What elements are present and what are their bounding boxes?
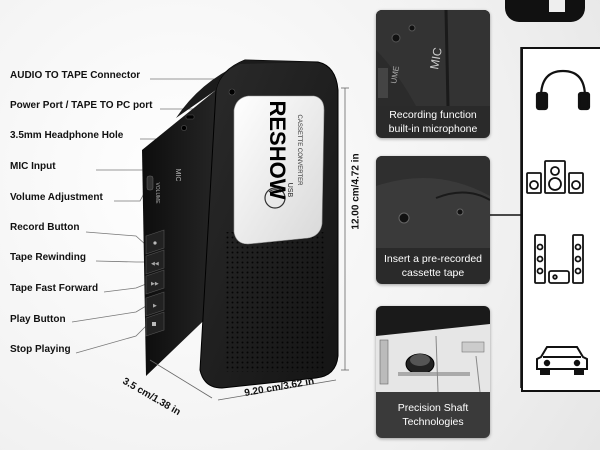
feature-panel-cassette: Insert a pre-recorded cassette tape: [376, 156, 490, 284]
cassette-slot-photo: [376, 156, 490, 248]
power-port: [185, 114, 195, 120]
cassette-window: [233, 95, 325, 245]
fast-forward-button: [145, 269, 165, 295]
callout-record: Record Button: [10, 222, 80, 233]
play-button: [145, 291, 165, 317]
svg-text:MIC: MIC: [427, 46, 445, 70]
microphone-photo: MIC UME: [376, 10, 490, 106]
volume-mark: VOLUME: [154, 182, 160, 204]
mic-mark: MIC: [174, 169, 181, 182]
svg-text:▶▶: ▶▶: [151, 281, 159, 287]
audio-port: [228, 88, 236, 96]
callout-mic-input: MIC Input: [10, 161, 56, 172]
callout-headphone-hole: 3.5mm Headphone Hole: [10, 130, 124, 141]
tower-speakers-icon: [534, 234, 584, 284]
headphones-icon: [535, 69, 591, 111]
speaker-grille: [225, 232, 325, 372]
caption-cassette: Insert a pre-recorded cassette tape: [383, 253, 483, 279]
caption-shaft: Precision Shaft Technologies: [397, 402, 469, 428]
reel-icon: [264, 187, 286, 209]
callout-rewind: Tape Rewinding: [10, 252, 86, 263]
brand-logo: RESHOW: [265, 101, 290, 200]
headphone-jack: [181, 125, 187, 131]
feature-panel-shaft: Precision Shaft Technologies: [376, 306, 490, 438]
callout-fast-forward: Tape Fast Forward: [10, 283, 99, 294]
dimension-lines: [149, 87, 349, 401]
callout-volume: Volume Adjustment: [10, 192, 103, 203]
precision-shaft-photo: [376, 306, 490, 392]
car-icon: [536, 346, 588, 375]
callout-play: Play Button: [10, 314, 66, 325]
callout-stop: Stop Playing: [10, 344, 71, 355]
speakers-icon: [526, 160, 584, 194]
callout-power-port: Power Port / TAPE TO PC port: [10, 100, 153, 111]
side-buttons: [145, 229, 165, 337]
device-corner-fragment: [505, 0, 585, 22]
device-icons: [526, 69, 591, 375]
caption-microphone: Recording function built-in microphone: [388, 109, 478, 135]
feature-panel-microphone: MIC UME Recording function built-in micr…: [376, 10, 490, 138]
volume-knob: [146, 175, 154, 191]
svg-text:◀◀: ◀◀: [151, 261, 159, 267]
playback-devices-box: [521, 47, 600, 392]
svg-text:▶: ▶: [153, 303, 157, 309]
svg-text:UME: UME: [389, 65, 401, 84]
rewind-button: [145, 249, 165, 275]
brand-subtitle: CASSETTE CONVERTER: [296, 115, 302, 187]
usb-mark: USB: [286, 183, 293, 198]
callout-audio-to-tape: AUDIO TO TAPE Connector: [10, 70, 141, 81]
